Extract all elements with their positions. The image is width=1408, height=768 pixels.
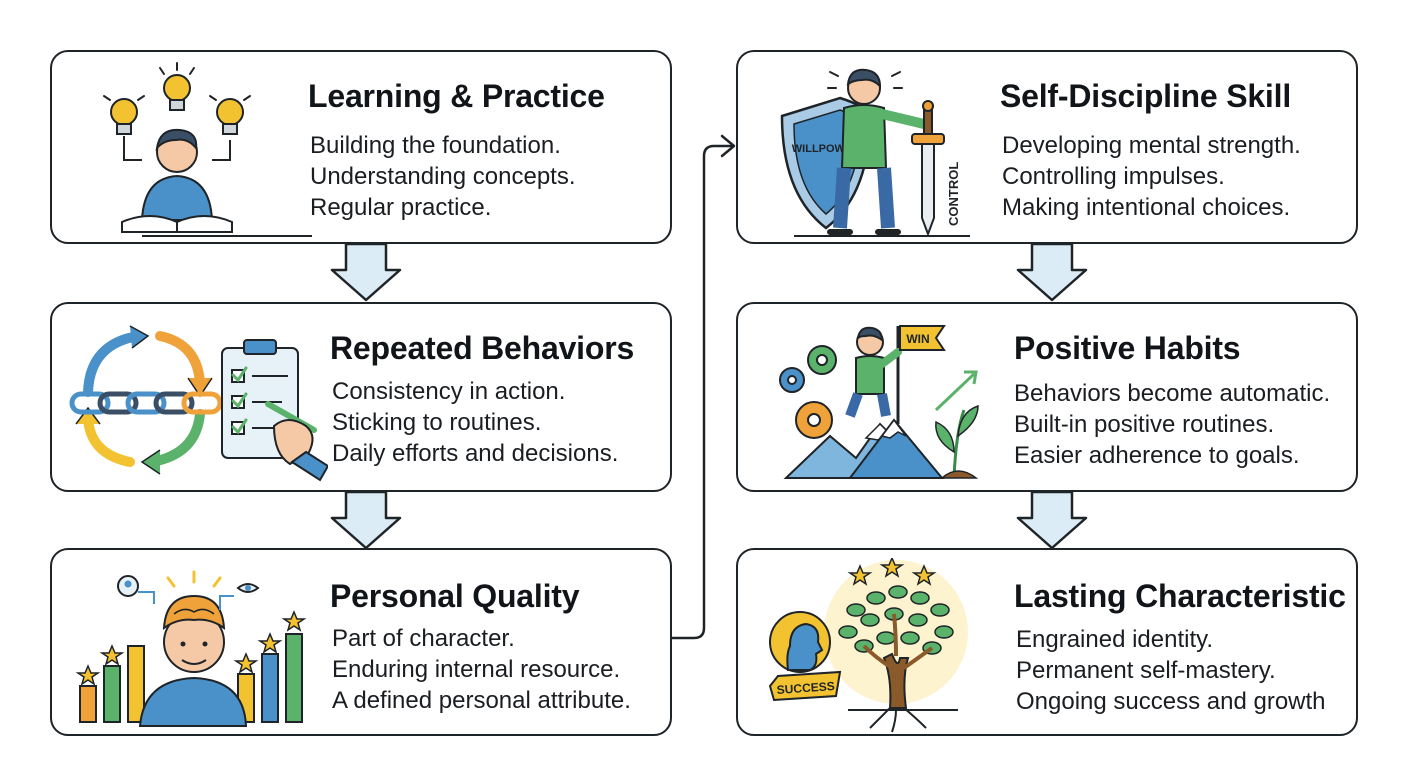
down-arrow-4 (1016, 490, 1088, 550)
cycle-chain-checklist-illustration (69, 325, 328, 482)
card-title: Personal Quality (330, 578, 580, 614)
card-personal-quality: Personal Quality Part of character. Endu… (50, 548, 672, 736)
card-description: Building the foundation. Understanding c… (310, 130, 576, 223)
description-line: Ongoing success and growth (1016, 688, 1326, 715)
card-title: Repeated Behaviors (330, 330, 635, 366)
card-positive-habits: WIN Positive Habits Behaviors become aut… (736, 302, 1358, 492)
gear-icon (779, 345, 837, 439)
mountain-win-flag-gears-illustration: WIN (779, 325, 979, 479)
card-description: Part of character. Enduring internal res… (332, 623, 631, 716)
card-description: Behaviors become automatic. Built-in pos… (1014, 378, 1330, 471)
win-flag-icon (899, 325, 946, 351)
card-title: Lasting Characteristic (1014, 578, 1346, 614)
description-line: Behaviors become automatic. (1014, 380, 1331, 407)
sword-label: CONTROL (946, 162, 961, 226)
description-line: Engrained identity. (1016, 626, 1214, 653)
description-line: Making intentional choices. (1002, 194, 1291, 221)
description-line: Regular practice. (310, 194, 492, 221)
card-title: Self-Discipline Skill (1000, 78, 1292, 114)
description-line: Part of character. (332, 625, 515, 652)
description-line: Daily efforts and decisions. (332, 440, 619, 467)
card-description: Developing mental strength. Controlling … (1002, 130, 1301, 223)
card-self-discipline-skill: WILLPOWER CONTROL Self-Discipline Skill … (736, 50, 1358, 244)
card-repeated-behaviors: Repeated Behaviors Consistency in action… (50, 302, 672, 492)
studying-person-lightbulbs-illustration (103, 62, 312, 237)
sword-icon (921, 143, 935, 237)
down-arrow-2 (330, 490, 402, 550)
card-description: Engrained identity. Permanent self-maste… (1016, 624, 1326, 717)
success-banner-icon (768, 670, 842, 702)
tree-success-banner-illustration: SUCCESS (768, 558, 968, 733)
description-line: A defined personal attribute. (332, 687, 631, 714)
lightbulb-icon (110, 74, 244, 135)
description-line: Building the foundation. (310, 132, 561, 159)
person-brain-growth-bars-illustration (75, 570, 307, 727)
description-line: Sticking to routines. (332, 409, 542, 436)
card-learning-practice: Learning & Practice Building the foundat… (50, 50, 672, 244)
banner-label: SUCCESS (776, 679, 835, 697)
description-line: Developing mental strength. (1002, 132, 1301, 159)
card-description: Consistency in action. Sticking to routi… (332, 376, 618, 469)
connector-line (670, 144, 734, 640)
connector-arrowhead (720, 134, 736, 158)
card-lasting-characteristic: SUCCESS Lasting Characteristic Engrained… (736, 548, 1358, 736)
flag-label: WIN (906, 332, 929, 346)
card-title: Learning & Practice (308, 78, 605, 114)
description-line: Built-in positive routines. (1014, 411, 1275, 438)
description-line: Understanding concepts. (310, 163, 576, 190)
down-arrow-1 (330, 242, 402, 302)
description-line: Controlling impulses. (1002, 163, 1225, 190)
description-line: Enduring internal resource. (332, 656, 621, 683)
description-line: Permanent self-mastery. (1016, 657, 1276, 684)
description-line: Consistency in action. (332, 378, 566, 405)
card-title: Positive Habits (1014, 330, 1241, 366)
description-line: Easier adherence to goals. (1014, 442, 1300, 469)
down-arrow-3 (1016, 242, 1088, 302)
shield-sword-person-illustration: WILLPOWER CONTROL (780, 68, 970, 237)
